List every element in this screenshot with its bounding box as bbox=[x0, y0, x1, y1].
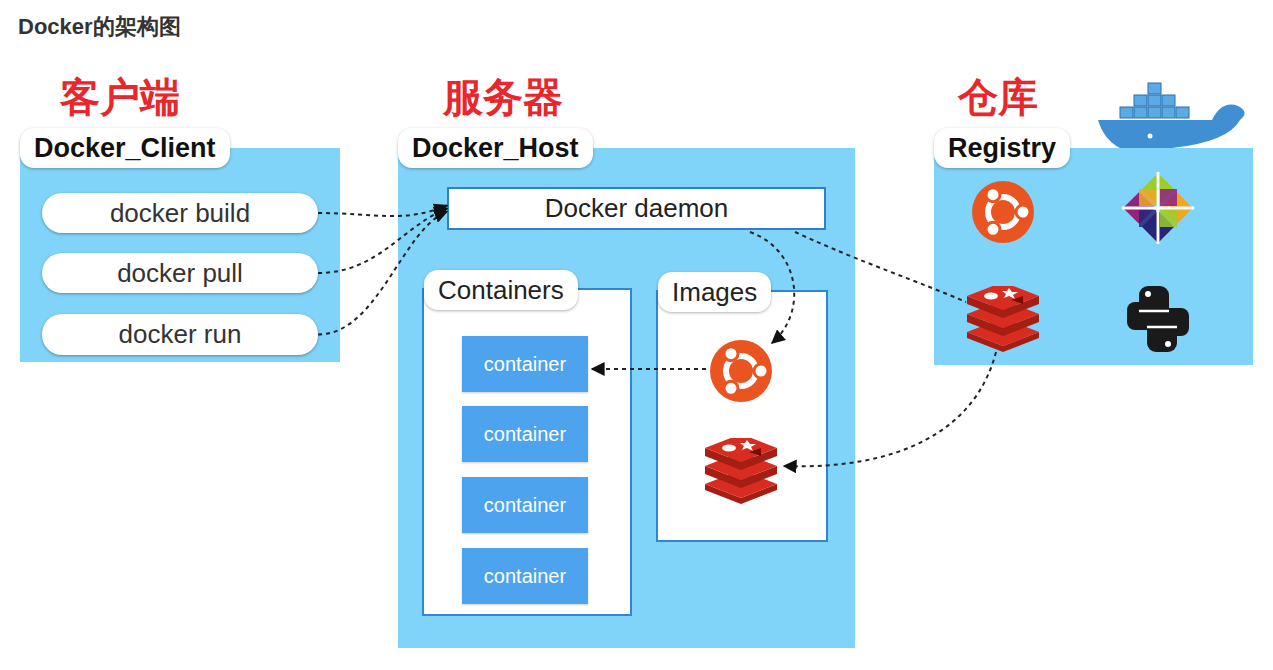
panel-tab: Registry bbox=[934, 128, 1070, 168]
container-box: container bbox=[462, 477, 588, 533]
python-registry-icon bbox=[1127, 286, 1189, 352]
container-label: container bbox=[462, 477, 588, 533]
inner-panel: Images bbox=[656, 290, 828, 542]
command-pill: docker build bbox=[42, 193, 318, 233]
group-panel: Docker_Clientdocker builddocker pulldock… bbox=[20, 148, 340, 362]
container-box: container bbox=[462, 406, 588, 462]
command-arrow bbox=[318, 206, 447, 217]
panel-tab: Docker_Host bbox=[398, 128, 593, 168]
command-pill: docker run bbox=[42, 314, 318, 355]
command-arrow bbox=[318, 209, 447, 274]
command-pill: docker pull bbox=[42, 253, 318, 293]
section-label: 仓库 bbox=[958, 75, 1038, 119]
command-label: docker build bbox=[42, 193, 318, 233]
container-label: container bbox=[462, 406, 588, 462]
ubuntu-registry-icon bbox=[972, 181, 1034, 243]
daemon-label: Docker daemon bbox=[449, 189, 824, 228]
docker-whale-logo bbox=[1098, 83, 1245, 148]
run-flow-line bbox=[592, 368, 706, 370]
registry-flow-line bbox=[795, 232, 966, 302]
panel-tab: Images bbox=[658, 272, 771, 312]
section-label: 客户端 bbox=[60, 75, 180, 119]
section-label: 服务器 bbox=[443, 75, 563, 119]
container-box: container bbox=[462, 336, 588, 392]
redis-registry-icon bbox=[967, 282, 1039, 352]
container-box: container bbox=[462, 548, 588, 604]
download-flow-line bbox=[784, 352, 996, 466]
command-label: docker pull bbox=[42, 253, 318, 293]
ubuntu-image-icon bbox=[710, 340, 772, 402]
pull-flow-line bbox=[750, 232, 794, 343]
inner-panel: Containerscontainercontainercontainercon… bbox=[422, 288, 632, 616]
redis-image-icon bbox=[705, 434, 777, 504]
group-panel: Docker_HostDocker daemonContainerscontai… bbox=[398, 148, 855, 648]
command-label: docker run bbox=[42, 314, 318, 355]
daemon-box: Docker daemon bbox=[447, 187, 826, 230]
panel-tab: Docker_Client bbox=[20, 128, 230, 168]
diagram-title: Docker的架构图 bbox=[18, 12, 181, 42]
centos-registry-icon bbox=[1122, 172, 1194, 244]
panel-tab: Containers bbox=[424, 270, 578, 310]
command-arrow bbox=[318, 212, 447, 335]
container-label: container bbox=[462, 548, 588, 604]
container-label: container bbox=[462, 336, 588, 392]
